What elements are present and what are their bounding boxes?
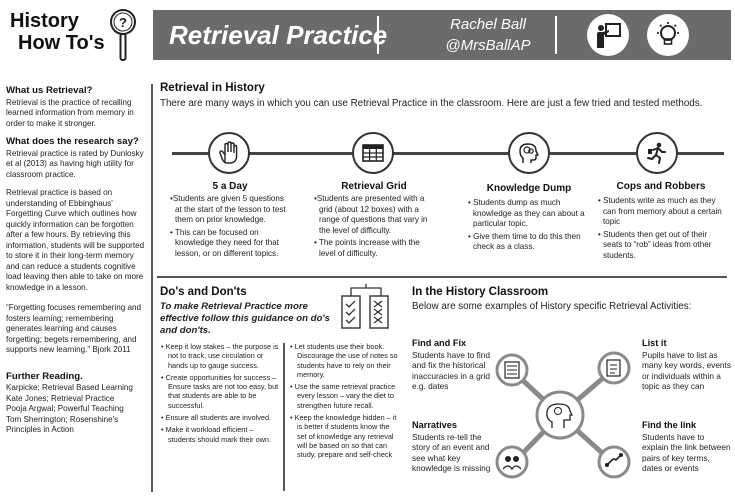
method-point: • Students write as much as they can fro… <box>598 196 722 226</box>
classroom-intro: Below are some examples of History speci… <box>412 301 692 312</box>
author-handle: @MrsBallAP <box>445 37 531 54</box>
donts-item: • Keep the knowledge hidden – it is bett… <box>290 413 397 460</box>
activity-title-list: List it <box>642 338 667 348</box>
method-point: •Students are presented with a grid (abo… <box>314 194 428 235</box>
dos-item: • Ensure all students are involved. <box>161 413 272 423</box>
history-section: Retrieval in History There are many ways… <box>160 82 730 110</box>
method-point: •Students are given 5 questions at the s… <box>170 194 286 224</box>
sidebar-heading-what: What us Retrieval? <box>6 85 93 96</box>
method-title-cops: Cops and Robbers <box>616 181 706 192</box>
grid-icon <box>352 132 394 174</box>
activity-title-link: Find the link <box>642 420 697 430</box>
donts-list: • Let students use their book. Discourag… <box>290 342 400 463</box>
sidebar-text-what: Retrieval is the practice of recalling l… <box>6 97 134 128</box>
reading-item: Karpicke; Retrieval Based Learning <box>6 383 133 392</box>
sidebar: What us Retrieval? Retrieval is the prac… <box>6 85 146 436</box>
brand: History How To's <box>10 10 150 54</box>
history-heading: Retrieval in History <box>160 82 265 94</box>
method-list-grid: •Students are presented with a grid (abo… <box>314 194 436 261</box>
classroom-section: In the History Classroom Below are some … <box>412 286 732 312</box>
checklist-icon <box>341 284 389 329</box>
dos-item: • Keep it low stakes – the purpose is no… <box>161 342 279 370</box>
activity-title-narratives: Narratives <box>412 420 457 430</box>
activity-body-link: Students have to explain the link betwee… <box>642 432 731 473</box>
reading-item: Kate Jones; Retrieval Practice <box>6 393 115 403</box>
classroom-heading: In the History Classroom <box>412 286 549 298</box>
sidebar-heading-research: What does the research say? <box>6 136 139 147</box>
activity-body-find-fix: Students have to find and fix the histor… <box>412 350 490 391</box>
history-intro: There are many ways in which you can use… <box>160 98 703 109</box>
method-point: • Students then get out of their seats t… <box>598 229 712 260</box>
sidebar-text-research: Retrieval practice is rated by Dunlosky … <box>6 148 144 179</box>
method-list-cops: • Students write as much as they can fro… <box>598 196 722 263</box>
activity-title-find-fix: Find and Fix <box>412 338 467 348</box>
page-title: Retrieval Practice <box>169 20 388 50</box>
svg-text:?: ? <box>119 15 127 30</box>
activity-hub-diagram <box>495 351 631 479</box>
reading-item: Pooja Argwal; Powerful Teaching <box>6 404 124 413</box>
brain-head-icon <box>508 132 550 174</box>
method-title-5aday: 5 a Day <box>212 181 248 192</box>
method-point: • This can be focused on knowledge they … <box>170 227 279 258</box>
teacher-board-icon <box>587 14 629 56</box>
method-title-grid: Retrieval Grid <box>341 181 407 192</box>
magnifier-question-icon: ? <box>110 9 136 61</box>
dos-divider <box>283 343 285 491</box>
banner-divider <box>555 16 557 54</box>
timeline-line <box>172 152 724 155</box>
banner-divider <box>377 16 379 54</box>
sidebar-divider <box>151 84 153 492</box>
sidebar-quote-bjork: “Forgetting focuses remembering and fost… <box>6 303 141 354</box>
dos-heading: Do's and Don'ts <box>160 286 247 298</box>
donts-item: • Use the same retrieval practice every … <box>290 382 396 410</box>
running-robber-icon <box>636 132 678 174</box>
reading-heading-text: Further Reading <box>6 370 81 382</box>
method-point: • Students dump as much knowledge as the… <box>468 198 585 228</box>
activity-body-list: Pupils have to list as many key words, e… <box>642 350 731 391</box>
donts-item: • Let students use their book. Discourag… <box>290 342 398 379</box>
dos-list: • Keep it low stakes – the purpose is no… <box>161 342 281 447</box>
reading-item: Tom Sherrington; Rosenshine's Principles… <box>6 414 119 435</box>
title-banner: Retrieval Practice Rachel Ball @MrsBallA… <box>153 10 731 60</box>
section-divider <box>157 276 727 278</box>
dos-section: Do's and Don'ts To make Retrieval Practi… <box>160 286 400 337</box>
dos-item: • Make it workload efficient – students … <box>161 425 272 444</box>
author-name: Rachel Ball <box>450 16 526 33</box>
sidebar-text-ebbinghaus: Retrieval practice is based on understan… <box>6 188 145 292</box>
method-list-dump: • Students dump as much knowledge as the… <box>468 198 586 255</box>
brand-title: History How To's <box>10 10 150 54</box>
method-point: • The points increase with the level of … <box>314 238 420 258</box>
method-title-dump: Knowledge Dump <box>486 183 572 194</box>
author-block: Rachel Ball @MrsBallAP <box>423 14 553 56</box>
dos-item: • Create opportunities for success – Ens… <box>161 372 279 410</box>
method-point: • Give them time to do this then check a… <box>468 231 581 252</box>
method-list-5aday: •Students are given 5 questions at the s… <box>170 194 292 261</box>
dos-subtitle: To make Retrieval Practice more effectiv… <box>160 301 331 336</box>
reading-list: Karpicke; Retrieval Based Learning Kate … <box>6 383 146 436</box>
header: History How To's ? Retrieval Practice Ra… <box>0 0 735 70</box>
hand-icon <box>208 132 250 174</box>
brand-line1: History <box>10 10 79 32</box>
sidebar-heading-reading: Further Reading. <box>6 370 83 382</box>
activity-body-narratives: Students re-tell the story of an event a… <box>412 432 491 473</box>
brand-line2: How To's <box>18 32 105 54</box>
lightbulb-icon <box>647 14 689 56</box>
